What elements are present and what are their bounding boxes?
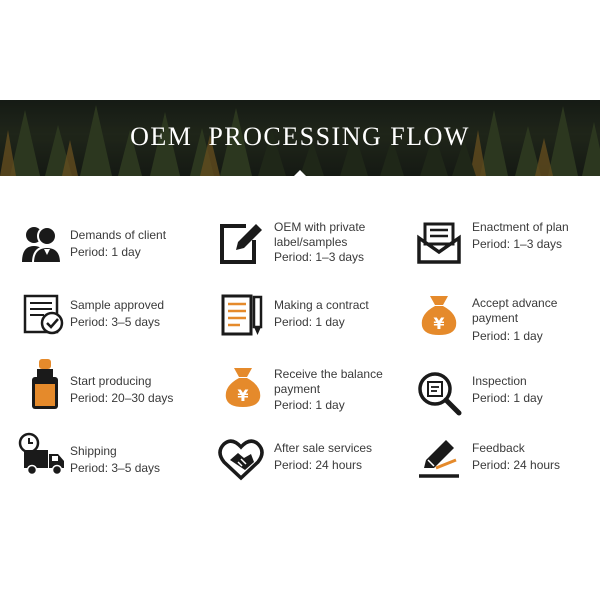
heart-handshake-icon	[218, 439, 264, 481]
svg-text:¥: ¥	[237, 386, 248, 405]
certificate-icon	[23, 294, 64, 335]
step-period: Period: 3–5 days	[70, 461, 161, 475]
step-title: Start producing	[70, 374, 152, 388]
edit-icon	[220, 224, 262, 264]
step-period: Period: 24 hours	[274, 458, 363, 472]
step-title: Enactment of plan	[472, 220, 569, 234]
step-title: After sale services	[274, 441, 373, 455]
step-title: Making a contract	[274, 298, 369, 312]
step-period: Period: 20–30 days	[70, 391, 174, 405]
step-period: Period: 1 day	[472, 329, 543, 343]
money-bag-icon: ¥	[225, 368, 261, 407]
header-banner: OEM PROCESSING FLOW	[0, 100, 600, 176]
step-title: Inspection	[472, 374, 527, 388]
step-period: Period: 1 day	[274, 398, 345, 412]
banner-pointer	[293, 170, 307, 177]
step-title: Shipping	[70, 444, 117, 458]
step-period: Period: 1 day	[70, 245, 141, 259]
bottle-icon	[32, 359, 58, 409]
forest-background	[0, 100, 600, 176]
step-period: Period: 3–5 days	[70, 315, 161, 329]
contract-icon	[221, 294, 263, 336]
shipping-truck-icon	[18, 432, 64, 476]
client-icon	[22, 226, 63, 264]
step-title: Accept advance	[472, 296, 558, 310]
money-bag-icon: ¥	[421, 296, 457, 335]
step-period: Period: 1 day	[472, 391, 543, 405]
envelope-icon	[417, 222, 461, 264]
step-period: Period: 1 day	[274, 315, 345, 329]
step-period: Period: 1–3 days	[472, 237, 563, 251]
step-period: Period: 24 hours	[472, 458, 561, 472]
step-title-line2: label/samples	[274, 235, 348, 249]
step-title: Demands of client	[70, 228, 167, 242]
step-title-line2: payment	[472, 311, 519, 325]
step-title: Receive the balance	[274, 367, 383, 381]
feedback-pen-icon	[419, 440, 459, 478]
inspection-icon	[418, 372, 462, 416]
step-title: Feedback	[472, 441, 525, 455]
step-period: Period: 1–3 days	[274, 250, 365, 264]
step-title: OEM with private	[274, 220, 366, 234]
svg-text:¥: ¥	[433, 314, 444, 333]
step-title-line2: payment	[274, 382, 321, 396]
step-title: Sample approved	[70, 298, 165, 312]
page-title: OEM PROCESSING FLOW	[130, 122, 470, 151]
